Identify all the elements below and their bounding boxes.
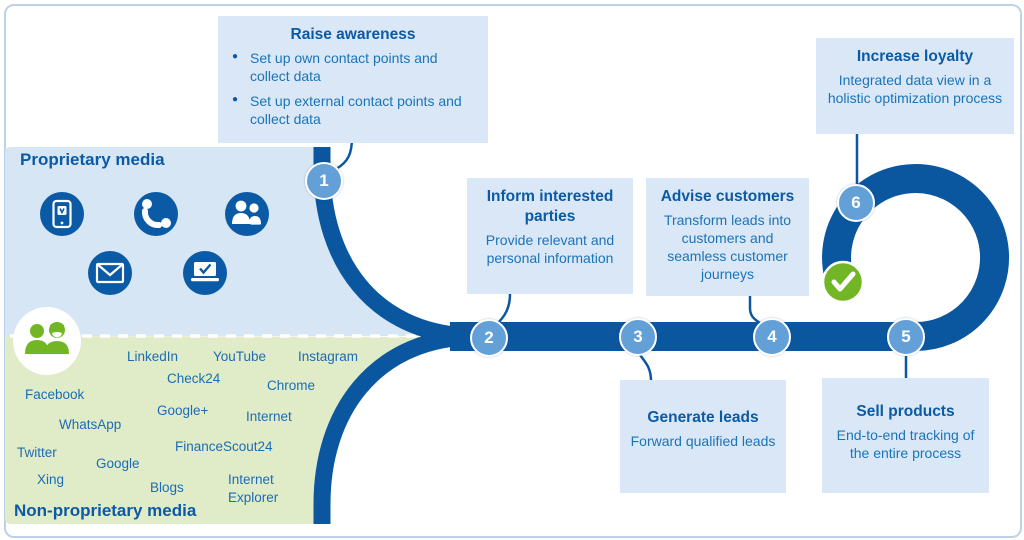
callout-title: Inform interested parties xyxy=(486,188,614,225)
callout-bullet: Set up external contact points and colle… xyxy=(226,93,480,129)
phone-handset-icon xyxy=(134,192,178,236)
callout-body: End-to-end tracking of the entire proces… xyxy=(836,426,975,461)
step-circle-4: 4 xyxy=(753,318,791,356)
check-icon xyxy=(821,260,865,304)
callout-title: Raise awareness xyxy=(290,26,416,43)
callout-body: Forward qualified leads xyxy=(630,432,776,449)
callout-title: Generate leads xyxy=(647,409,759,426)
channel-label: Blogs xyxy=(150,480,184,495)
channel-label: YouTube xyxy=(213,349,267,364)
step-circle-2: 2 xyxy=(470,319,508,357)
channel-label: Chrome xyxy=(267,378,316,393)
channel-label: Twitter xyxy=(17,445,57,460)
channel-label: WhatsApp xyxy=(59,417,122,432)
channel-label: Check24 xyxy=(167,371,221,386)
callout-body: Transform leads into customers and seaml… xyxy=(663,211,792,282)
two-people-icon xyxy=(13,307,81,375)
non-proprietary-media-panel xyxy=(5,336,462,524)
step-circle-5: 5 xyxy=(887,318,925,356)
channel-label: LinkedIn xyxy=(127,349,179,364)
channel-label: Internet Explorer xyxy=(228,472,279,505)
callout-generate-leads: Generate leads Forward qualified leads xyxy=(620,380,786,493)
callout-body: Provide relevant and personal informatio… xyxy=(485,231,615,266)
callout-bullet: Set up own contact points and collect da… xyxy=(226,50,480,86)
callout-title: Sell products xyxy=(856,403,955,420)
callout-body: Integrated data view in a holistic optim… xyxy=(827,71,1003,106)
channel-label: Google+ xyxy=(157,403,209,418)
envelope-icon xyxy=(88,251,132,295)
callout-raise-awareness: Raise awareness Set up own contact point… xyxy=(218,16,488,144)
channel-label: Facebook xyxy=(25,387,85,402)
channel-label: FinanceScout24 xyxy=(175,439,273,454)
step-circle-3: 3 xyxy=(619,318,657,356)
channel-label: Internet xyxy=(246,409,292,424)
channel-label: Instagram xyxy=(298,349,359,364)
smartphone-icon xyxy=(40,192,84,236)
non-proprietary-media-title: Non-proprietary media xyxy=(14,501,197,520)
step-circle-1: 1 xyxy=(305,162,343,200)
channel-label: Google xyxy=(96,456,140,471)
callout-increase-loyalty: Increase loyalty Integrated data view in… xyxy=(816,38,1014,134)
channel-label: Xing xyxy=(37,472,65,487)
people-meeting-icon xyxy=(225,192,269,236)
road-bottom-branch xyxy=(313,328,467,524)
callout-inform-interested-parties: Inform interested parties Provide releva… xyxy=(467,178,633,294)
proprietary-media-title: Proprietary media xyxy=(20,150,165,169)
callout-sell-products: Sell products End-to-end tracking of the… xyxy=(822,378,989,493)
step-circle-6: 6 xyxy=(837,184,875,222)
callout-advise-customers: Advise customers Transform leads into cu… xyxy=(646,178,809,296)
callout-title: Advise customers xyxy=(660,188,795,205)
callout-title: Increase loyalty xyxy=(856,48,974,65)
laptop-check-icon xyxy=(183,251,227,295)
